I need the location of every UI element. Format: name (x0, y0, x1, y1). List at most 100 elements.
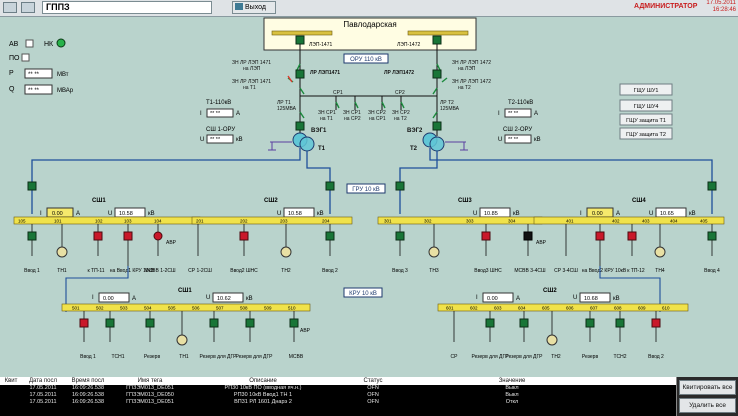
btn-gshu-prot-t2[interactable] (619, 127, 673, 140)
event-row[interactable]: 17.05.2011 16:09:26.538 ГПЗЭМ013_DE050 Р… (0, 392, 676, 399)
event-time: 16:09:26.538 (71, 385, 105, 391)
t1-side-label: Т1-110кВ (206, 100, 231, 106)
event-row[interactable]: 17.05.2011 16:09:26.538 ГПЗЭМ013_DE051 Р… (0, 385, 676, 392)
cell-402: 402 (612, 219, 620, 224)
kru-feeder-labels-2: СР Резерв для ДГР Резерв для ДГР ТН2 Рез… (451, 354, 665, 360)
breaker-kru-dgr3[interactable] (485, 318, 495, 328)
breaker-kru-msvv[interactable] (289, 318, 299, 328)
btn-gshu-shu4[interactable] (619, 99, 673, 112)
line-1472-label: ЛЭП-1472 (397, 42, 420, 48)
delete-all-button[interactable]: Удалить все (679, 398, 736, 413)
cell-503: 503 (120, 306, 128, 311)
screen-title: ГППЗ (42, 1, 212, 14)
col-date[interactable]: Дата посл (28, 378, 58, 384)
breaker-vvod4-top[interactable] (707, 181, 717, 191)
sr2: СР2 (395, 90, 405, 96)
vt-kru-tn2-icon[interactable] (546, 334, 558, 346)
vt-tn4-icon[interactable] (654, 246, 666, 258)
event-time: 16:09:26.538 (71, 399, 105, 405)
vt-tn1-icon[interactable] (56, 246, 68, 258)
cell-104: 104 (154, 219, 162, 224)
breaker-kru-rezerv2[interactable] (585, 318, 595, 328)
breaker-gru-vvod3[interactable] (395, 231, 405, 241)
breaker-vvod1-top[interactable] (27, 181, 37, 191)
transformer-t2[interactable] (422, 132, 445, 152)
kru-sh2-u-value: 10.68 (584, 296, 598, 302)
btn-gshu-prot-t2-label: ГЩУ защита Т2 (626, 132, 666, 138)
gru-bus-sh2 (191, 216, 353, 225)
col-time[interactable]: Время посл (71, 378, 105, 384)
breaker-vvg2[interactable] (432, 121, 442, 131)
col-description[interactable]: Описание (249, 378, 277, 384)
kru-sh1-u-box (212, 292, 244, 303)
breaker-gru-105[interactable] (27, 231, 37, 241)
breaker-gru-tp11[interactable] (93, 231, 103, 241)
kru-sh1-u-label: U (206, 295, 210, 301)
oru-label-box (343, 53, 389, 64)
breaker-gru-kru1[interactable] (123, 231, 133, 241)
exit-button[interactable]: Выход (232, 1, 276, 14)
breaker-vvod3-top[interactable] (395, 181, 405, 191)
zn-sr1-cp2-sub: на СР2 (344, 116, 361, 122)
breaker-kru-vvod1[interactable] (79, 318, 89, 328)
kru-measurements: СШ1 I 0.00 A U 10.62 кВ СШ2 I 0.00 A U 1… (92, 288, 620, 303)
breaker-gru-405[interactable] (707, 231, 717, 241)
zn-sr2-cp1-sub: на СР1 (369, 116, 386, 122)
zn-sr1-t1-sub: на Т1 (320, 116, 333, 122)
breaker-kru-vvod2[interactable] (651, 318, 661, 328)
event-date: 17.05.2011 (29, 385, 57, 391)
kru2-feeder-tsn2: ТСН2 (613, 354, 626, 360)
breaker-kru-dgr2[interactable] (245, 318, 255, 328)
breaker-gru-shns3[interactable] (481, 231, 491, 241)
event-row[interactable]: 17.05.2011 16:09:26.538 ГПЗЭМ013_DE051 В… (0, 399, 676, 406)
t1-u-unit: кВ (236, 137, 243, 143)
breaker-gru-shns2[interactable] (239, 231, 249, 241)
acknowledge-all-button[interactable]: Квитировать все (679, 380, 736, 395)
breaker-kru-dgr4[interactable] (519, 318, 529, 328)
btn-gshu-shu1[interactable] (619, 83, 673, 96)
cell-304: 304 (508, 219, 516, 224)
t1-label: Т1 (318, 146, 326, 152)
kru1-feeder-tn1: ТН1 (179, 354, 189, 360)
breaker-gru-msvv34[interactable] (523, 231, 533, 241)
sh1-oru-label: СШ 1-ОРУ (206, 127, 235, 133)
zn-t1-sub: на Т1 (243, 85, 256, 91)
col-value[interactable]: Значение (498, 378, 526, 384)
gru-cell-numbers: 105 101 102 103 104 201 202 203 204 301 … (18, 219, 708, 224)
cell-101: 101 (54, 219, 62, 224)
vt-kru-tn1-icon[interactable] (176, 334, 188, 346)
breaker-kru-tsn2[interactable] (615, 318, 625, 328)
vt-tn3-icon[interactable] (428, 246, 440, 258)
zn-lr-1471: ЗН ЛР ЛЭП 1471 (232, 60, 271, 66)
zn-sr2-t2-sub: на Т2 (394, 116, 407, 122)
breaker-gru-tp12[interactable] (627, 231, 637, 241)
menu-icon[interactable] (3, 2, 17, 13)
breaker-vvg1[interactable] (295, 121, 305, 131)
station-breaker-1472[interactable] (432, 35, 442, 45)
col-tag[interactable]: Имя тега (137, 378, 163, 384)
col-ack[interactable]: Квит (4, 378, 18, 384)
gru-feeder-labels: Ввод 1 ТН1 к ТП-11 на Ввод1 КРУ 10кВ МСВ… (24, 268, 720, 274)
col-status[interactable]: Статус (363, 378, 383, 384)
breaker-gru-vvod2[interactable] (325, 231, 335, 241)
breaker-gru-msvv12[interactable] (153, 231, 163, 241)
cell-510: 510 (288, 306, 296, 311)
btn-gshu-prot-t1[interactable] (619, 113, 673, 126)
breaker-kru-tsn1[interactable] (105, 318, 115, 328)
breaker-kru-dgr1[interactable] (209, 318, 219, 328)
vt-tn2-icon[interactable] (280, 246, 292, 258)
breaker-kru-rezerv1[interactable] (145, 318, 155, 328)
breaker-gru-kru2[interactable] (595, 231, 605, 241)
station-breaker-1471[interactable] (295, 35, 305, 45)
kru2-feeder-sr: СР (451, 354, 459, 360)
t2-i-label: I (498, 111, 500, 117)
transformer-t1[interactable] (292, 132, 315, 152)
breaker-lr-1472[interactable] (432, 69, 442, 79)
nav-icon[interactable] (21, 2, 35, 13)
kru-label-box (343, 287, 383, 298)
breaker-vvod2-top[interactable] (325, 181, 335, 191)
gru-feeder-kru1: на Ввод1 КРУ 10кВ (110, 268, 155, 274)
breaker-lr-1471[interactable] (295, 69, 305, 79)
event-list[interactable]: Квит Дата посл Время посл Имя тега Описа… (0, 377, 677, 416)
kru-feeder-lines (83, 311, 657, 342)
